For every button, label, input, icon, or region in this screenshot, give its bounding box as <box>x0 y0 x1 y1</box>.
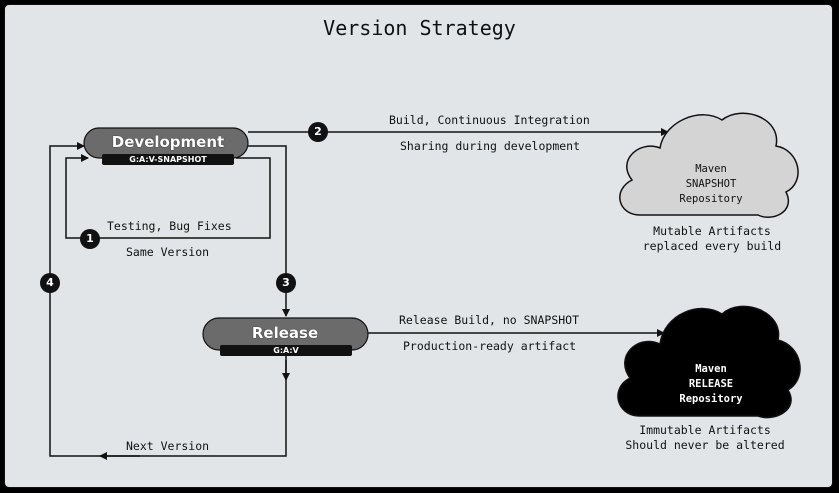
edge-dev-to-release <box>248 145 290 317</box>
edge-5-label-bottom: Production-ready artifact <box>403 339 577 353</box>
release-caption-line-2: Should never be altered <box>625 438 785 452</box>
release-repository-cloud <box>617 305 801 419</box>
development-tag: G:A:V-SNAPSHOT <box>102 154 234 165</box>
snapshot-cloud-text: Maven SNAPSHOT Repository <box>679 162 742 207</box>
development-label: Development <box>111 133 225 151</box>
edge-1-label-top: Testing, Bug Fixes <box>107 219 232 233</box>
release-cloud-line-1: Maven <box>695 363 727 375</box>
release-tag: G:A:V <box>220 345 352 356</box>
release-caption-line-1: Immutable Artifacts <box>639 423 771 437</box>
edge-1-label-bottom: Same Version <box>126 245 210 259</box>
snapshot-cloud-line-2: SNAPSHOT <box>685 178 737 190</box>
step-badge-4: 4 <box>40 273 60 293</box>
page-title: Version Strategy <box>323 16 516 40</box>
snapshot-repository-cloud <box>619 112 799 218</box>
release-cloud-text: Maven RELEASE Repository <box>679 362 742 407</box>
edge-4-label: Next Version <box>126 439 210 453</box>
release-cloud-line-3: Repository <box>679 393 743 405</box>
release-label: Release <box>251 324 319 342</box>
edge-5-label-top: Release Build, no SNAPSHOT <box>399 313 580 327</box>
edge-dev-loop <box>65 154 271 239</box>
edge-2-label-top: Build, Continuous Integration <box>389 113 590 127</box>
release-caption: Immutable Artifacts Should never be alte… <box>625 423 784 453</box>
edge-next-version <box>49 142 287 457</box>
edge-2-label-bottom: Sharing during development <box>400 139 581 153</box>
snapshot-caption-line-2: replaced every build <box>642 239 782 253</box>
snapshot-caption-line-1: Mutable Artifacts <box>653 224 771 238</box>
step-badge-2: 2 <box>308 122 328 142</box>
step-badge-3: 3 <box>276 273 296 293</box>
snapshot-cloud-line-1: Maven <box>695 163 727 175</box>
snapshot-caption: Mutable Artifacts replaced every build <box>643 224 781 254</box>
snapshot-cloud-line-3: Repository <box>679 193 743 205</box>
step-badge-1: 1 <box>80 229 100 249</box>
release-cloud-line-2: RELEASE <box>688 378 734 390</box>
